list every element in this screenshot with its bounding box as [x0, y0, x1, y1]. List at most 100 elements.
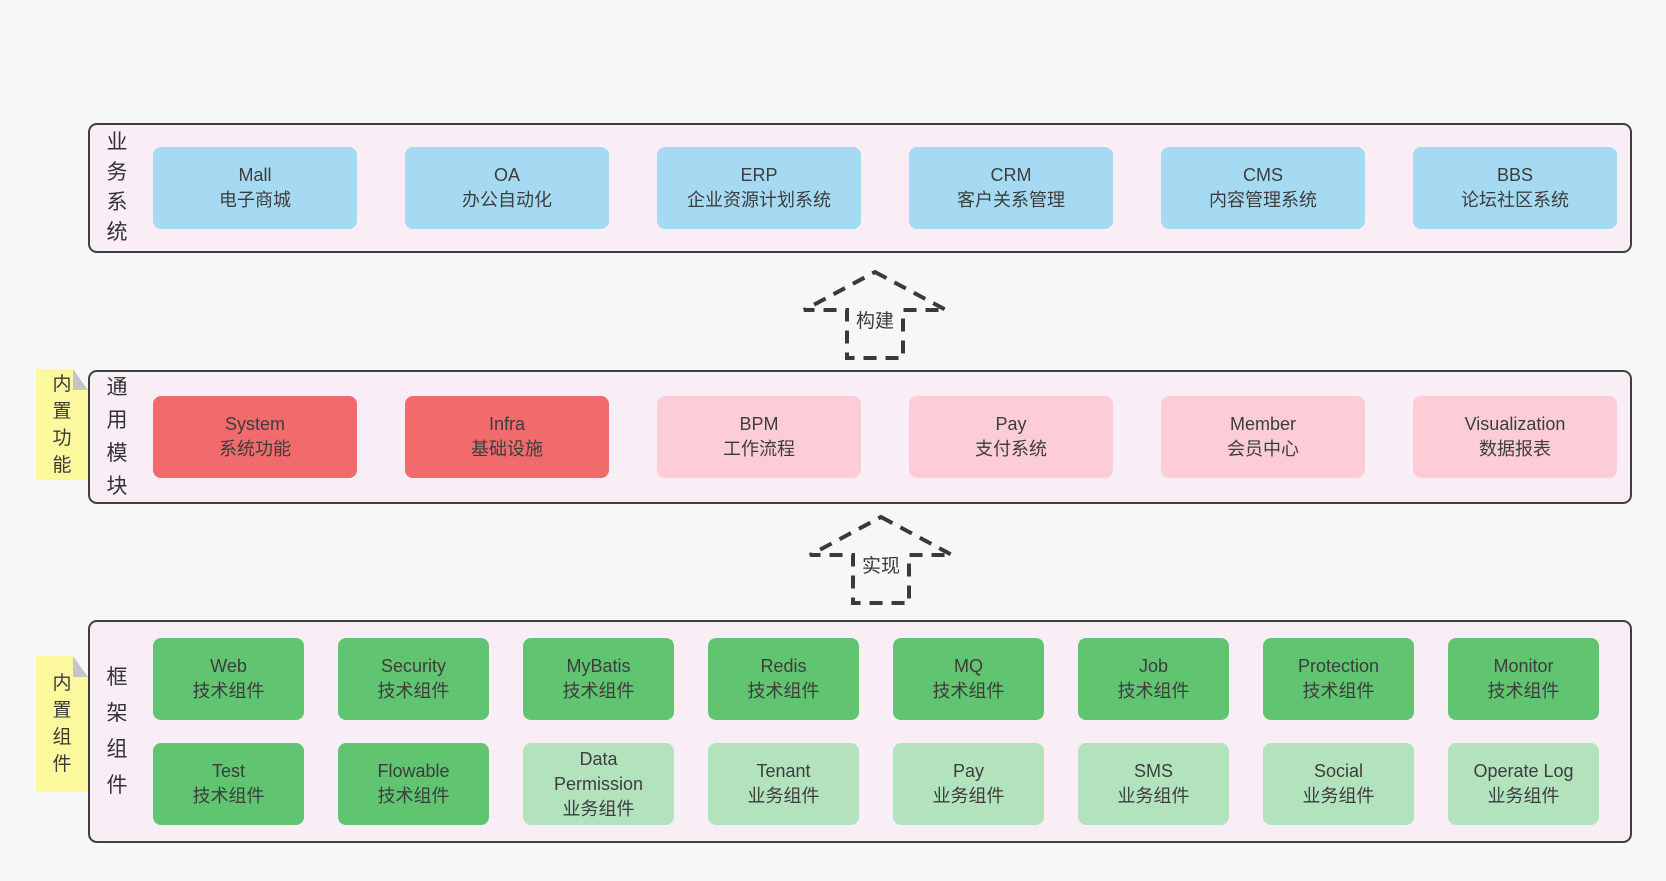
box-pay-component: Pay 业务组件 [893, 743, 1044, 825]
box-name: Infra [488, 414, 526, 434]
box-name: ERP [740, 165, 778, 185]
box-erp: ERP 企业资源计划系统 [657, 147, 861, 229]
box-infra: Infra 基础设施 [405, 396, 609, 478]
box-name: MQ [954, 656, 983, 676]
box-redis: Redis 技术组件 [708, 638, 859, 720]
arrow-up-icon [803, 269, 947, 360]
box-desc: 基础设施 [471, 439, 543, 459]
section-label-business: 业务系统 [106, 131, 128, 244]
box-mybatis: MyBatis 技术组件 [523, 638, 674, 720]
box-name: CMS [1243, 165, 1283, 185]
box-tenant: Tenant 业务组件 [708, 743, 859, 825]
box-desc: 业务组件 [1302, 786, 1375, 806]
sticky-note-builtin-features: 内置功能 [36, 369, 88, 480]
box-name: Member [1229, 414, 1296, 434]
box-name: Security [380, 656, 447, 676]
section-framework-components: 框架组件 Web 技术组件 Security 技术组件 MyBatis 技术组件… [88, 620, 1632, 843]
box-name: Redis [760, 656, 807, 676]
modules-box-row: System 系统功能 Infra 基础设施 BPM 工作流程 Pay 支付系统… [153, 396, 1617, 478]
box-name: MyBatis [566, 656, 631, 676]
box-name: System [224, 414, 285, 434]
box-data-permission: Data Permission 业务组件 [523, 743, 674, 825]
box-mq: MQ 技术组件 [893, 638, 1044, 720]
box-security: Security 技术组件 [338, 638, 489, 720]
box-crm: CRM 客户关系管理 [909, 147, 1113, 229]
box-name: Social [1313, 761, 1364, 781]
box-cms: CMS 内容管理系统 [1161, 147, 1365, 229]
box-monitor: Monitor 技术组件 [1448, 638, 1599, 720]
box-desc: 技术组件 [192, 786, 265, 806]
box-pay-system: Pay 支付系统 [909, 396, 1113, 478]
box-desc: 电子商城 [219, 190, 291, 210]
box-name: BBS [1496, 165, 1534, 185]
arrow-up-icon [809, 514, 953, 605]
box-operate-log: Operate Log 业务组件 [1448, 743, 1599, 825]
box-name: Pay [995, 414, 1027, 434]
box-name: Tenant [756, 761, 811, 781]
box-name: Data Permission [553, 748, 644, 794]
box-bpm: BPM 工作流程 [657, 396, 861, 478]
box-sms: SMS 业务组件 [1078, 743, 1229, 825]
section-business-systems: 业务系统 Mall 电子商城 OA 办公自动化 ERP 企业资源计划系统 CRM… [88, 123, 1632, 253]
box-job: Job 技术组件 [1078, 638, 1229, 720]
box-mall: Mall 电子商城 [153, 147, 357, 229]
box-name: Job [1138, 656, 1169, 676]
box-desc: 内容管理系统 [1209, 190, 1317, 210]
framework-box-row-1: Web 技术组件 Security 技术组件 MyBatis 技术组件 Redi… [153, 638, 1599, 720]
sticky-note-builtin-components: 内置组件 [36, 656, 88, 792]
box-desc: 业务组件 [562, 798, 635, 819]
box-desc: 技术组件 [1302, 681, 1375, 701]
box-name: BPM [739, 414, 779, 434]
box-bbs: BBS 论坛社区系统 [1413, 147, 1617, 229]
box-system: System 系统功能 [153, 396, 357, 478]
sticky-note-label: 内置组件 [52, 673, 72, 775]
box-social: Social 业务组件 [1263, 743, 1414, 825]
box-desc: 技术组件 [747, 681, 820, 701]
section-common-modules: 通用模块 System 系统功能 Infra 基础设施 BPM 工作流程 Pay… [88, 370, 1632, 504]
box-desc: 会员中心 [1227, 439, 1299, 459]
box-desc: 技术组件 [562, 681, 635, 701]
box-desc: 业务组件 [1117, 786, 1190, 806]
box-desc: 客户关系管理 [957, 190, 1065, 210]
box-desc: 论坛社区系统 [1461, 190, 1569, 210]
box-name: OA [493, 165, 520, 185]
arrow-build-label: 构建 [851, 305, 899, 334]
box-desc: 工作流程 [723, 439, 795, 459]
box-desc: 系统功能 [219, 439, 291, 459]
box-name: Monitor [1493, 656, 1554, 676]
box-name: Operate Log [1473, 761, 1574, 781]
box-name: SMS [1133, 761, 1173, 781]
box-name: Pay [952, 761, 985, 781]
box-name: Test [211, 761, 245, 781]
box-oa: OA 办公自动化 [405, 147, 609, 229]
box-desc: 技术组件 [377, 681, 450, 701]
box-visualization: Visualization 数据报表 [1413, 396, 1617, 478]
section-label-modules: 通用模块 [106, 376, 128, 498]
box-desc: 支付系统 [975, 439, 1047, 459]
business-box-row: Mall 电子商城 OA 办公自动化 ERP 企业资源计划系统 CRM 客户关系… [153, 147, 1617, 229]
arrow-build: 构建 [800, 269, 950, 361]
box-desc: 业务组件 [1487, 786, 1560, 806]
box-test: Test 技术组件 [153, 743, 304, 825]
box-desc: 业务组件 [932, 786, 1005, 806]
box-name: Protection [1297, 656, 1380, 676]
box-desc: 数据报表 [1479, 439, 1551, 459]
section-label-framework: 框架组件 [106, 665, 128, 797]
box-desc: 业务组件 [747, 786, 820, 806]
box-flowable: Flowable 技术组件 [338, 743, 489, 825]
box-desc: 技术组件 [1117, 681, 1190, 701]
box-protection: Protection 技术组件 [1263, 638, 1414, 720]
box-desc: 技术组件 [192, 681, 265, 701]
box-desc: 技术组件 [1487, 681, 1560, 701]
box-desc: 技术组件 [377, 786, 450, 806]
box-name: Web [210, 656, 247, 676]
box-desc: 企业资源计划系统 [687, 190, 831, 210]
framework-box-row-2: Test 技术组件 Flowable 技术组件 Data Permission … [153, 743, 1599, 825]
arrow-implement-label: 实现 [857, 550, 905, 579]
arrow-implement: 实现 [806, 514, 956, 606]
box-name: CRM [990, 165, 1032, 185]
box-member: Member 会员中心 [1161, 396, 1365, 478]
box-name: Flowable [377, 761, 450, 781]
box-name: Visualization [1464, 414, 1566, 434]
sticky-note-label: 内置功能 [52, 373, 72, 476]
